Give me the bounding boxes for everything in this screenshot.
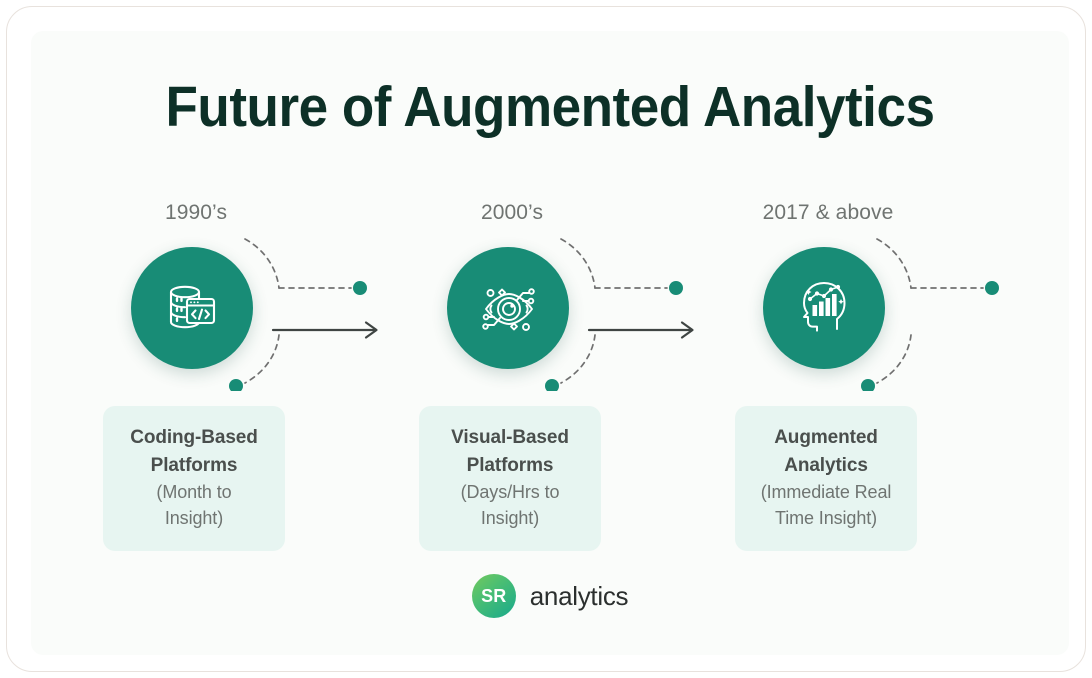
stage-3-sub-line-2: Time Insight) bbox=[774, 507, 878, 528]
stage-1-icon-circle[interactable] bbox=[131, 247, 253, 369]
page-frame: Future of Augmented Analytics 1990’s bbox=[6, 6, 1086, 672]
stage-1-card-title: Coding-Based Platforms bbox=[113, 424, 275, 479]
stage-2-sub-line-1: (Days/Hrs to bbox=[460, 482, 560, 503]
stage-2-card-subtitle: (Days/Hrs to Insight) bbox=[429, 480, 591, 531]
timeline-stage-2[interactable]: 2000’s bbox=[419, 201, 694, 552]
stage-1-title-line-1: Coding-Based bbox=[130, 427, 258, 448]
stage-2-title-line-2: Platforms bbox=[466, 454, 554, 476]
stage-1-sub-line-1: (Month to bbox=[156, 482, 232, 503]
logo-mark-sr: SR bbox=[471, 574, 516, 618]
stage-3-card-title: Augmented Analytics bbox=[745, 424, 907, 479]
database-code-icon bbox=[161, 277, 223, 339]
stage-3-date: 2017 & above bbox=[762, 201, 894, 224]
stage-2-date: 2000’s bbox=[480, 201, 544, 224]
stage-3-card[interactable]: Augmented Analytics (Immediate Real Time… bbox=[735, 406, 917, 552]
stage-3-title-line-2: Analytics bbox=[784, 454, 868, 476]
timeline-stage-1[interactable]: 1990’s bbox=[103, 201, 378, 552]
brand-logo[interactable]: SR analytics bbox=[31, 574, 1069, 618]
timeline: 1990’s bbox=[31, 201, 1069, 552]
stage-3-sub-line-1: (Immediate Real bbox=[760, 482, 892, 503]
stage-1-date: 1990’s bbox=[164, 201, 228, 224]
stage-1-arrow-icon bbox=[271, 319, 387, 341]
timeline-stage-3[interactable]: 2017 & above bbox=[735, 201, 999, 552]
stage-3-card-subtitle: (Immediate Real Time Insight) bbox=[745, 480, 907, 531]
stage-1-card[interactable]: Coding-Based Platforms (Month to Insight… bbox=[103, 406, 285, 552]
stage-2-sub-line-2: Insight) bbox=[480, 507, 540, 528]
stage-1-card-subtitle: (Month to Insight) bbox=[113, 480, 275, 531]
logo-wordmark: analytics bbox=[529, 580, 629, 611]
page-title: Future of Augmented Analytics bbox=[165, 75, 935, 139]
content-panel: Future of Augmented Analytics 1990’s bbox=[31, 31, 1069, 655]
stage-2-card[interactable]: Visual-Based Platforms (Days/Hrs to Insi… bbox=[419, 406, 601, 552]
tech-eye-icon bbox=[476, 276, 540, 340]
stage-2-arrow-icon bbox=[587, 319, 703, 341]
stage-3-title-line-1: Augmented bbox=[774, 427, 878, 448]
stage-2-icon-circle[interactable] bbox=[447, 247, 569, 369]
head-bar-chart-icon bbox=[793, 277, 855, 339]
stage-3-icon-circle[interactable] bbox=[763, 247, 885, 369]
stage-2-card-title: Visual-Based Platforms bbox=[429, 424, 591, 479]
stage-1-title-line-2: Platforms bbox=[150, 454, 238, 476]
stage-1-sub-line-2: Insight) bbox=[164, 507, 224, 528]
stage-2-title-line-1: Visual-Based bbox=[451, 427, 569, 448]
